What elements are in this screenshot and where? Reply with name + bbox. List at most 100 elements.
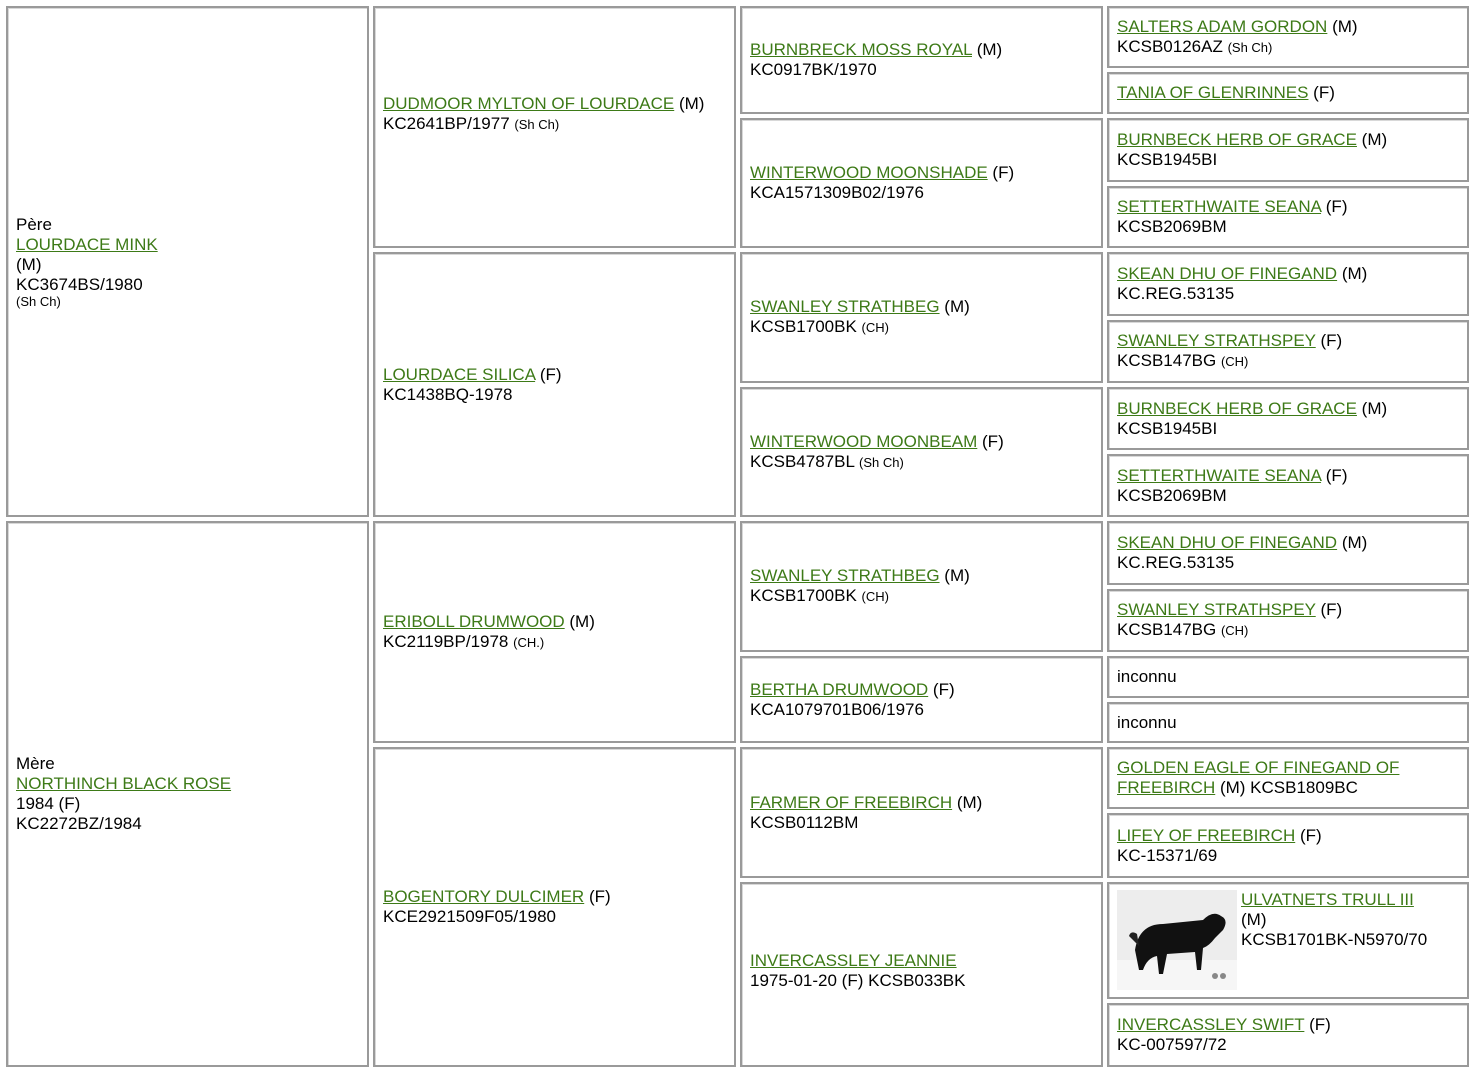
ancestor-sex: (F) [1304, 1015, 1331, 1034]
ancestor-name-link[interactable]: SKEAN DHU OF FINEGAND [1117, 264, 1338, 283]
mother-reg: KC2272BZ/1984 [16, 814, 142, 833]
mother-role: Mère [16, 754, 55, 773]
gen3-cell: SWANLEY STRATHBEG (M)KCSB1700BK (CH) [740, 252, 1103, 383]
ancestor-sex: (M) [1337, 533, 1368, 552]
ancestor-name-link[interactable]: INVERCASSLEY JEANNIE [750, 950, 957, 970]
ancestor-reg: KCSB4787BL [750, 451, 859, 471]
ancestor-name-link[interactable]: DUDMOOR MYLTON OF LOURDACE [383, 93, 675, 113]
ancestor-name-link[interactable]: WINTERWOOD MOONSHADE [750, 163, 988, 182]
ancestor-title: (CH) [861, 320, 889, 335]
unknown-ancestor: inconnu [1117, 667, 1177, 686]
ancestor-sex: (F) [1308, 83, 1335, 102]
ancestor-reg: KC-15371/69 [1117, 845, 1218, 865]
ancestor-name-link[interactable]: INVERCASSLEY SWIFT [1117, 1015, 1305, 1034]
unknown-ancestor: inconnu [1117, 712, 1177, 732]
gen4-cell: SALTERS ADAM GORDON (M)KCSB0126AZ (Sh Ch… [1107, 6, 1469, 68]
gen3-cell: SWANLEY STRATHBEG (M) KCSB1700BK (CH) [740, 521, 1103, 652]
ancestor-reg: KCSB1700BK [750, 586, 862, 605]
ancestor-name-link[interactable]: BURNBECK HERB OF GRACE [1117, 398, 1357, 418]
mother-extra: 1984 (F) [16, 794, 81, 813]
gen2-cell: LOURDACE SILICA (F) KC1438BQ-1978 [373, 252, 736, 517]
mother-cell: Mère NORTHINCH BLACK ROSE 1984 (F) KC227… [6, 521, 369, 1067]
ancestor-title: (CH) [861, 589, 889, 604]
gen2-cell: BOGENTORY DULCIMER (F) KCE2921509F05/198… [373, 747, 736, 1067]
ancestor-sex: (M) [939, 566, 970, 585]
ancestor-name-link[interactable]: TANIA OF GLENRINNES [1117, 83, 1309, 102]
gen4-cell: SWANLEY STRATHSPEY (F)KCSB147BG (CH) [1107, 589, 1469, 652]
ancestor-name-link[interactable]: FARMER OF FREEBIRCH [750, 792, 953, 812]
gen2-cell: ERIBOLL DRUMWOOD (M) KC2119BP/1978 (CH.) [373, 521, 736, 743]
ancestor-sex: (F) [1315, 331, 1343, 350]
gen3-cell: BERTHA DRUMWOOD (F)KCA1079701B06/1976 [740, 656, 1103, 743]
ancestor-name-link[interactable]: GOLDEN EAGLE OF FINEGAND OF FREEBIRCH [1117, 758, 1400, 797]
ancestor-sex: (M) [1241, 910, 1267, 929]
ancestor-info: (M) KC2641BP/1977 [383, 93, 705, 133]
ancestor-title: (CH) [1220, 354, 1249, 369]
mother-name-link[interactable]: NORTHINCH BLACK ROSE [16, 774, 232, 793]
ancestor-name-link[interactable]: SWANLEY STRATHBEG [750, 297, 940, 316]
ancestor-name-link[interactable]: SWANLEY STRATHSPEY [1117, 331, 1316, 350]
ancestor-name-link[interactable]: SALTERS ADAM GORDON [1117, 16, 1328, 36]
ancestor-sex: (M) [952, 792, 983, 812]
ancestor-title: (CH) [1220, 623, 1249, 638]
ancestor-reg: KCSB1809BC [1250, 778, 1358, 797]
ancestor-reg: KC2119BP/1978 [383, 631, 514, 651]
ancestor-name-link[interactable]: BURNBRECK MOSS ROYAL [750, 40, 972, 59]
ancestor-reg: KCE2921509F05/1980 [383, 907, 556, 926]
ancestor-name-link[interactable]: BERTHA DRUMWOOD [750, 679, 929, 699]
ancestor-title: (Sh Ch) [859, 454, 904, 470]
ancestor-title: (Sh Ch) [1227, 39, 1273, 55]
ancestor-sex: (M) [939, 297, 970, 316]
gen2-cell: DUDMOOR MYLTON OF LOURDACE (M) KC2641BP/… [373, 6, 736, 248]
ancestor-reg: KCA1079701B06/1976 [750, 699, 924, 719]
ancestor-name-link[interactable]: SETTERTHWAITE SEANA [1117, 465, 1322, 485]
gen4-cell: GOLDEN EAGLE OF FINEGAND OF FREEBIRCH (M… [1107, 747, 1469, 809]
gen4-cell: LIFEY OF FREEBIRCH (F) KC-15371/69 [1107, 813, 1469, 878]
ancestor-name-link[interactable]: LIFEY OF FREEBIRCH [1117, 825, 1296, 845]
gen4-cell: inconnu [1107, 702, 1469, 743]
ancestor-reg: KCSB1945BI [1117, 150, 1218, 169]
ancestor-reg: KCSB147BG [1117, 351, 1221, 370]
gen3-cell: WINTERWOOD MOONSHADE (F)KCA1571309B02/19… [740, 118, 1103, 248]
gen4-cell: SETTERTHWAITE SEANA (F)KCSB2069BM [1107, 186, 1469, 248]
ancestor-reg: KCSB2069BM [1117, 485, 1227, 505]
ancestor-reg: KCSB0126AZ [1117, 36, 1228, 56]
ancestor-reg: KC.REG.53135 [1117, 553, 1235, 572]
ancestor-name-link[interactable]: SETTERTHWAITE SEANA [1117, 197, 1322, 216]
ancestor-name-link[interactable]: WINTERWOOD MOONBEAM [750, 431, 978, 451]
ancestor-sex: (F) [1295, 825, 1322, 845]
ancestor-reg: KC0917BK/1970 [750, 60, 877, 79]
ancestor-name-link[interactable]: ULVATNETS TRULL III [1241, 890, 1414, 909]
ancestor-reg: KC.REG.53135 [1117, 284, 1235, 303]
ancestor-sex: (M) [1356, 130, 1388, 149]
ancestor-title: (CH.) [513, 634, 545, 650]
father-reg: KC3674BS/1980 [16, 275, 143, 294]
father-sex: (M) [16, 255, 42, 274]
ancestor-name-link[interactable]: ERIBOLL DRUMWOOD [383, 611, 565, 631]
father-name-link[interactable]: LOURDACE MINK [16, 235, 158, 254]
ancestor-sex: (M) [1356, 398, 1388, 418]
father-title: (Sh Ch) [16, 294, 61, 309]
ancestor-name-link[interactable]: SWANLEY STRATHSPEY [1117, 600, 1316, 619]
ancestor-reg: KC1438BQ-1978 [383, 384, 513, 404]
gen4-cell: TANIA OF GLENRINNES (F) [1107, 72, 1469, 114]
ancestor-title: (Sh Ch) [514, 116, 560, 132]
ancestor-sex: (M) [564, 611, 595, 631]
ancestor-reg: 1975-01-20 (F) KCSB033BK [750, 970, 966, 990]
ancestor-sex: (M) [1215, 778, 1251, 797]
father-cell: Père LOURDACE MINK (M) KC3674BS/1980 (Sh… [6, 6, 369, 517]
gen3-cell: FARMER OF FREEBIRCH (M)KCSB0112BM [740, 747, 1103, 878]
ancestor-name-link[interactable]: SKEAN DHU OF FINEGAND [1117, 533, 1338, 552]
ancestor-name-link[interactable]: SWANLEY STRATHBEG [750, 566, 940, 585]
ancestor-name-link[interactable]: BOGENTORY DULCIMER [383, 887, 585, 906]
ancestor-sex: (F) [584, 887, 611, 906]
ancestor-sex: (F) [1315, 600, 1343, 619]
ancestor-name-link[interactable]: BURNBECK HERB OF GRACE [1117, 130, 1357, 149]
gen4-cell: BURNBECK HERB OF GRACE (M) KCSB1945BI [1107, 118, 1469, 182]
ancestor-name-link[interactable]: LOURDACE SILICA [383, 364, 536, 384]
gen4-cell: ULVATNETS TRULL III (M) KCSB1701BK-N5970… [1107, 882, 1469, 999]
ancestor-reg: KC-007597/72 [1117, 1035, 1227, 1054]
dog-photo[interactable] [1117, 890, 1237, 990]
ancestor-reg: KCSB1701BK-N5970/70 [1241, 930, 1428, 949]
